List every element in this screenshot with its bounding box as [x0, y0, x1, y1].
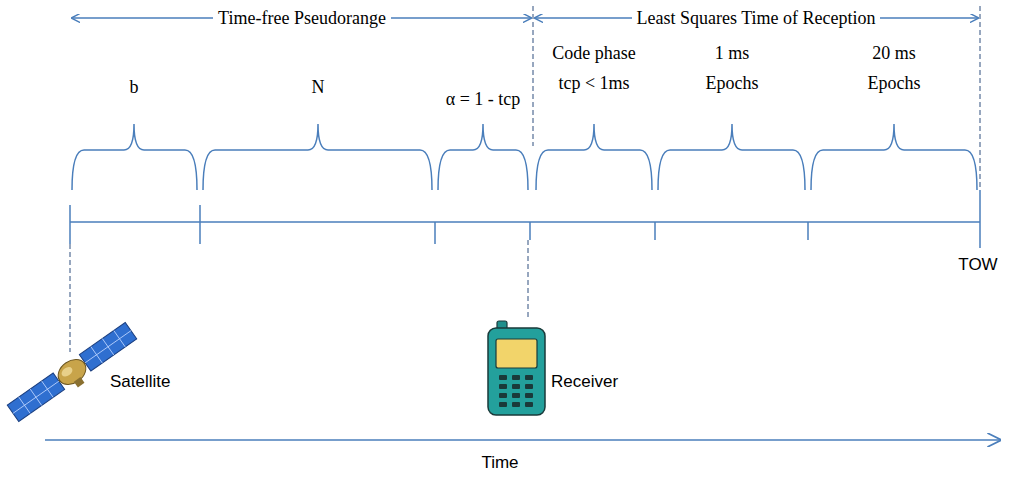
axis-label: Time [481, 452, 518, 474]
leader-dashed [70, 244, 71, 352]
brace [203, 124, 432, 190]
segment-label: b [130, 72, 139, 102]
segment-label: Code phase tcp < 1ms [543, 38, 645, 98]
segment-label: N [312, 72, 325, 102]
icon-label: Receiver [551, 371, 618, 393]
brace [72, 124, 197, 190]
brace [438, 124, 528, 190]
segment-label: 1 ms Epochs [694, 38, 770, 98]
segment-label: α = 1 - tcp [446, 84, 521, 114]
time-axis [45, 439, 1000, 441]
divider-dashed [980, 6, 981, 190]
scale-axis [70, 190, 980, 248]
divider-dashed [533, 6, 534, 146]
brace [536, 124, 652, 190]
leader-dashed [528, 240, 529, 320]
span-title: Time-free Pseudorange [213, 3, 391, 33]
segment-label: 20 ms Epochs [851, 38, 937, 98]
brace [658, 124, 805, 190]
receiver-icon [488, 321, 545, 415]
axis-label: TOW [958, 254, 997, 276]
brace-group [72, 124, 977, 190]
span-title: Least Squares Time of Reception [632, 3, 881, 33]
brace [811, 124, 977, 190]
icon-label: Satellite [110, 371, 170, 393]
